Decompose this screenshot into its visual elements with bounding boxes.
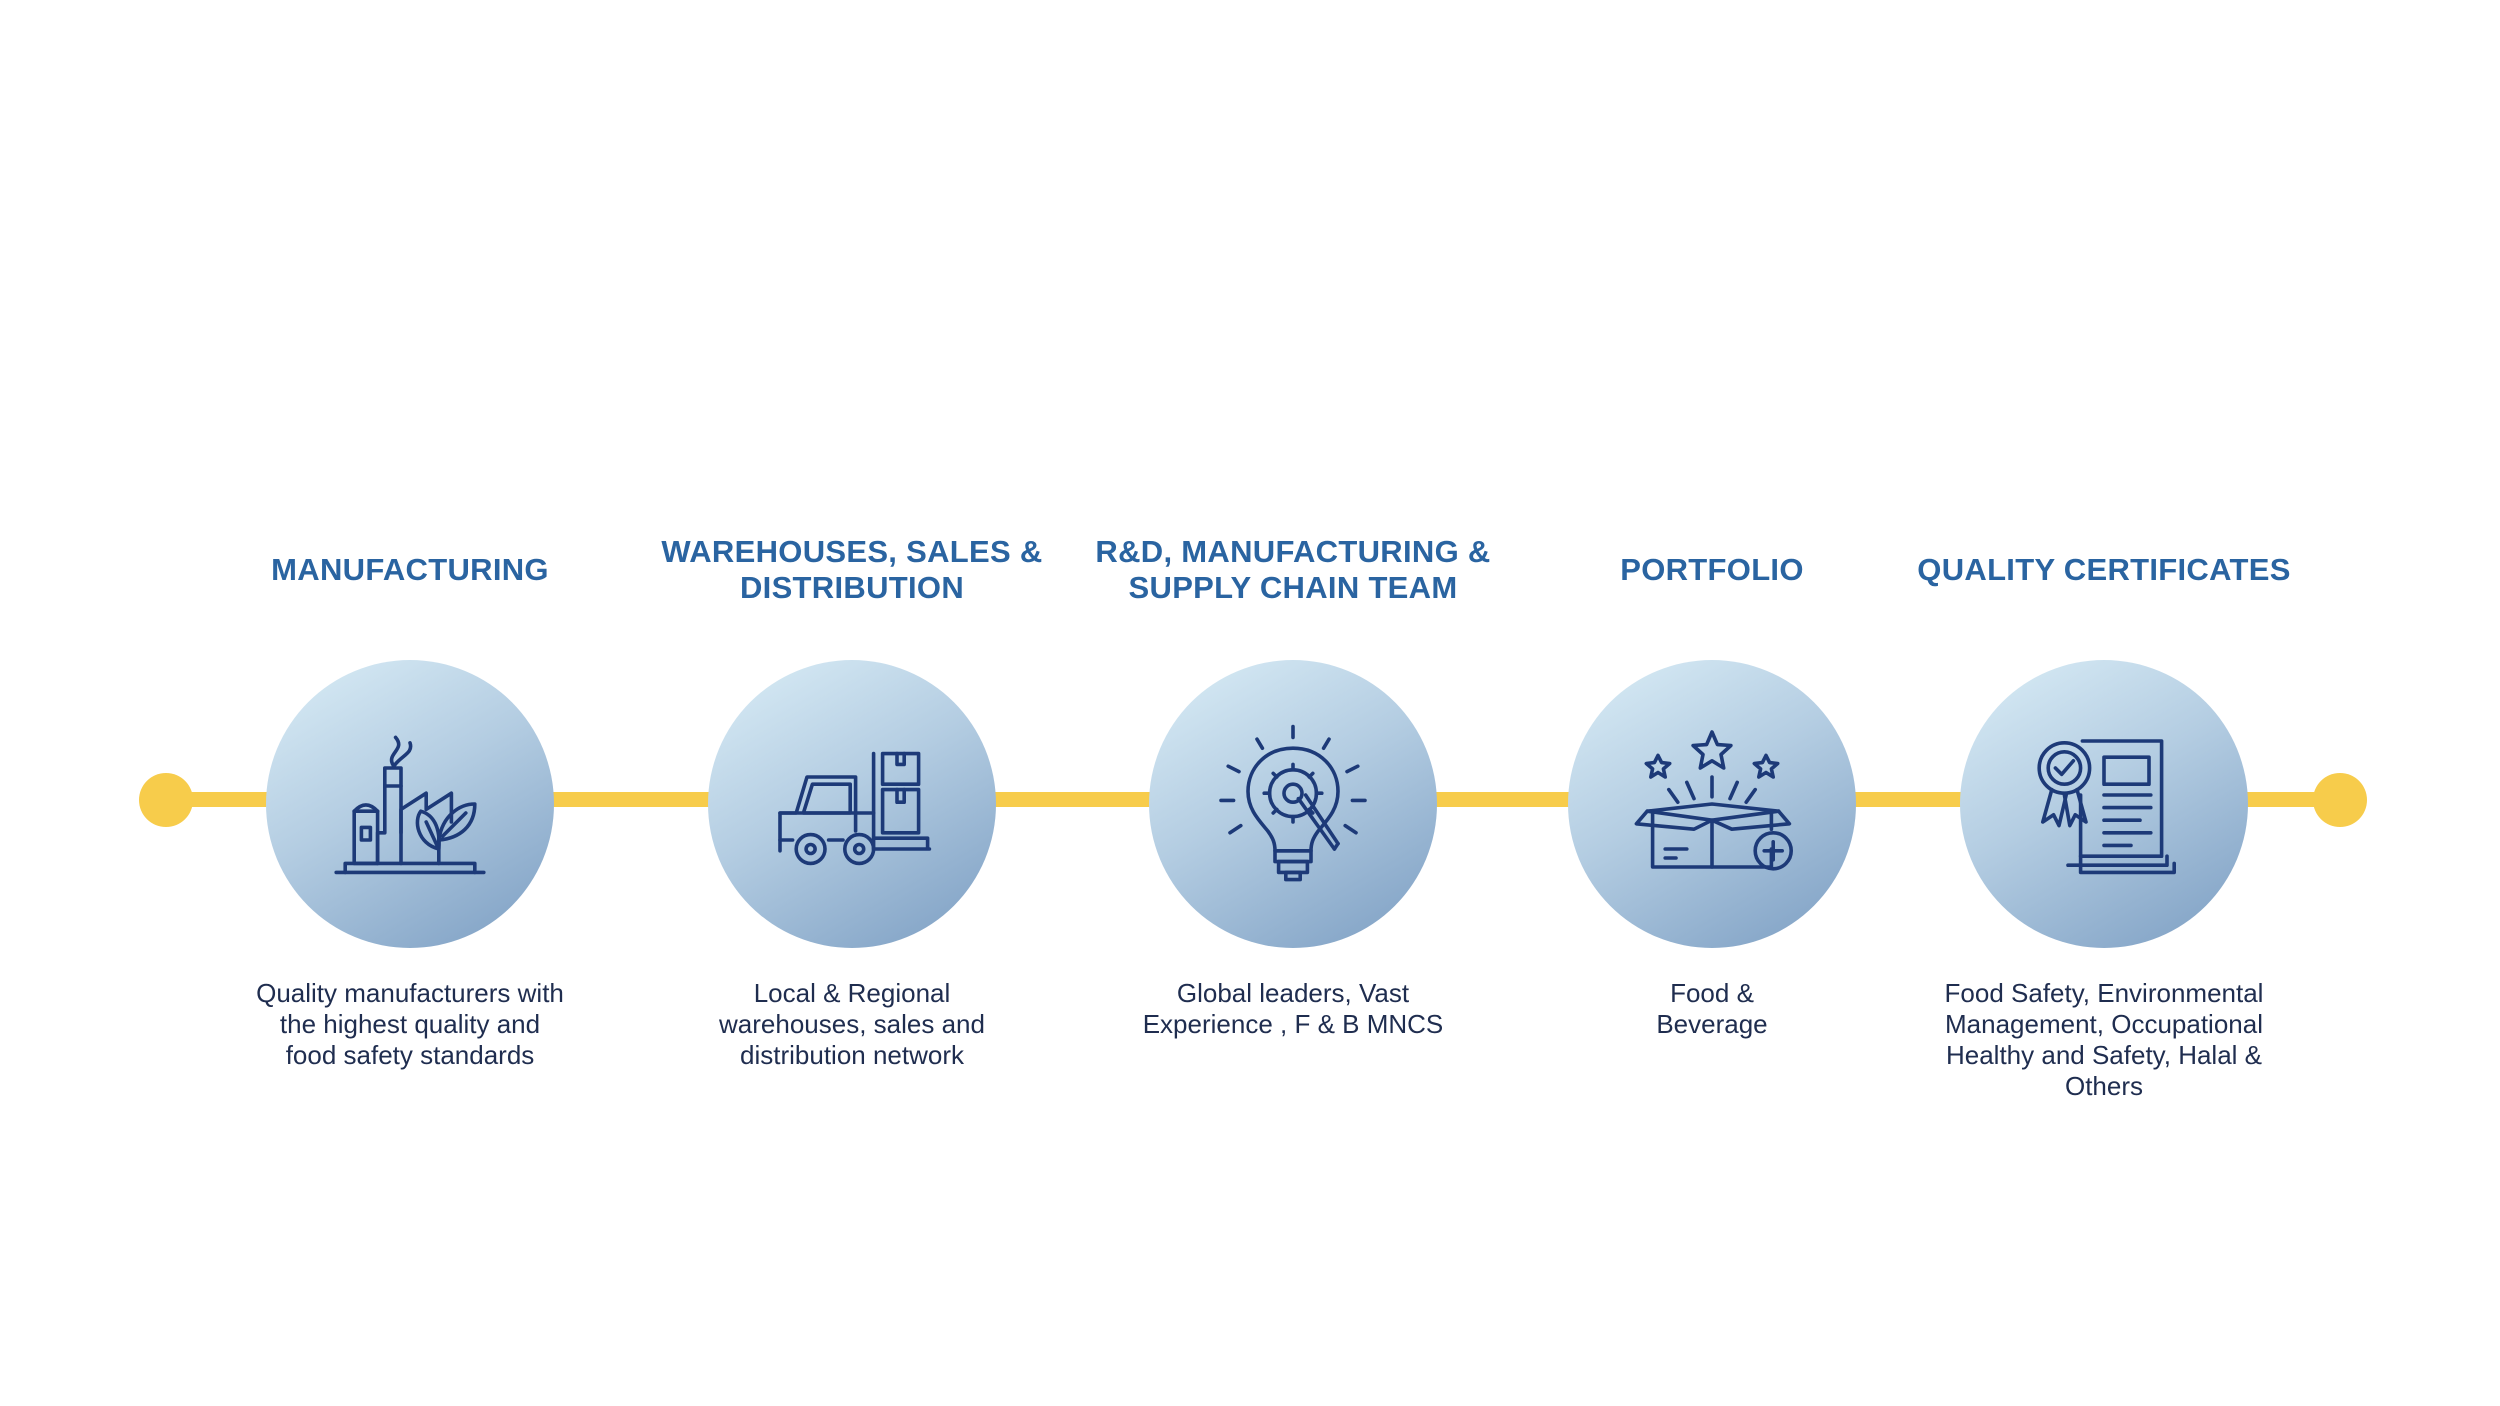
- step-icon-circle: [266, 660, 554, 948]
- step-icon-circle: [1149, 660, 1437, 948]
- step-title: QUALITY CERTIFICATES: [1917, 552, 2291, 587]
- step-title: MANUFACTURING: [271, 552, 549, 587]
- step-title: R&D, MANUFACTURING & SUPPLY CHAIN TEAM: [1095, 534, 1491, 605]
- description-line: Local & Regional: [753, 978, 951, 1008]
- step-description: Quality manufacturers with the highest q…: [180, 978, 640, 1071]
- timeline-end-dot: [2313, 773, 2367, 827]
- step-description: Food & Beverage: [1482, 978, 1942, 1040]
- step-icon-circle: [1960, 660, 2248, 948]
- step-description: Local & Regional warehouses, sales and d…: [622, 978, 1082, 1071]
- description-line: Global leaders, Vast: [1176, 978, 1410, 1008]
- step-warehouses: WAREHOUSES, SALES & DISTRIBUTION: [622, 0, 1082, 1406]
- step-quality-certificates: QUALITY CERTIFICATES Food Safety, Enviro…: [1874, 0, 2334, 1406]
- step-description: Global leaders, Vast Experience , F & B …: [1063, 978, 1523, 1040]
- description-line: Management, Occupational: [1945, 1009, 2263, 1039]
- description-line: the highest quality and: [279, 1009, 541, 1039]
- description-line: warehouses, sales and: [719, 1009, 985, 1039]
- step-icon-circle: [708, 660, 996, 948]
- step-manufacturing: MANUFACTURING Quality manufa: [180, 0, 640, 1406]
- box-stars-icon: [1634, 730, 1793, 871]
- description-line: Healthy and Safety, Halal &: [1945, 1040, 2263, 1070]
- step-title: PORTFOLIO: [1620, 552, 1804, 587]
- step-icon-circle: [1568, 660, 1856, 948]
- description-line: Quality manufacturers with: [256, 978, 564, 1008]
- description-line: Food Safety, Environmental: [1944, 978, 2264, 1008]
- description-line: Beverage: [1656, 1009, 1768, 1039]
- certificate-icon: [2037, 739, 2176, 875]
- timeline-start-dot: [139, 773, 193, 827]
- description-line: Others: [2064, 1071, 2144, 1101]
- step-rnd-team: R&D, MANUFACTURING & SUPPLY CHAIN TEAM G…: [1063, 0, 1523, 1406]
- description-line: Food &: [1670, 978, 1754, 1008]
- step-title: WAREHOUSES, SALES & DISTRIBUTION: [661, 534, 1043, 605]
- factory-icon: [334, 735, 486, 875]
- step-description: Food Safety, Environmental Management, O…: [1874, 978, 2334, 1102]
- forklift-icon: [778, 751, 932, 866]
- description-line: food safety standards: [285, 1040, 535, 1070]
- lightbulb-gear-icon: [1219, 724, 1367, 882]
- step-portfolio: PORTFOLIO Food & Beverage: [1482, 0, 1942, 1406]
- description-line: Experience , F & B MNCS: [1142, 1009, 1444, 1039]
- description-line: distribution network: [740, 1040, 964, 1070]
